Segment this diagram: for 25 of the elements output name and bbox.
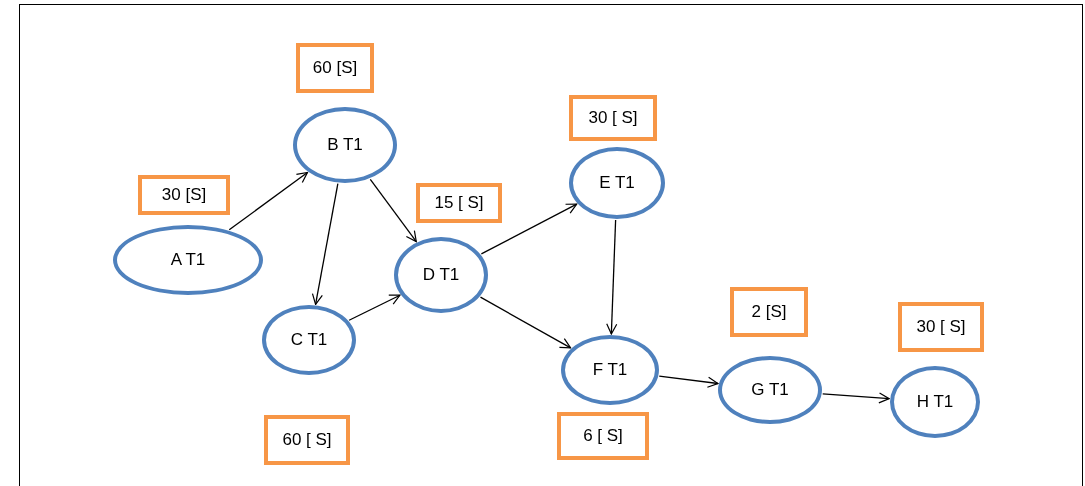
- task-label: E T1: [599, 172, 635, 195]
- task-label: H T1: [916, 391, 954, 414]
- task-label: C T1: [290, 329, 328, 352]
- duration-box: 30 [ S]: [569, 95, 657, 141]
- task-label: G T1: [751, 379, 789, 402]
- arrow: [311, 183, 339, 305]
- arrow: [658, 375, 719, 388]
- task-label: F T1: [592, 359, 628, 382]
- task-label: A T1: [170, 249, 206, 272]
- duration-box: 60 [S]: [296, 43, 374, 93]
- arrow: [606, 219, 618, 335]
- duration-box: 30 [S]: [138, 175, 230, 215]
- task-label: B T1: [327, 134, 363, 157]
- duration-box: 15 [ S]: [416, 183, 502, 223]
- arrow: [822, 392, 890, 404]
- arrow: [369, 178, 417, 243]
- arrow: [479, 296, 572, 349]
- duration-box: 30 [ S]: [898, 302, 984, 352]
- arrow: [348, 294, 401, 321]
- task-label: D T1: [422, 264, 460, 287]
- duration-box: 6 [ S]: [557, 412, 649, 460]
- arrow: [480, 203, 578, 255]
- duration-box: 60 [ S]: [264, 415, 350, 465]
- duration-box: 2 [S]: [730, 287, 808, 337]
- task-ellipse: [394, 237, 488, 313]
